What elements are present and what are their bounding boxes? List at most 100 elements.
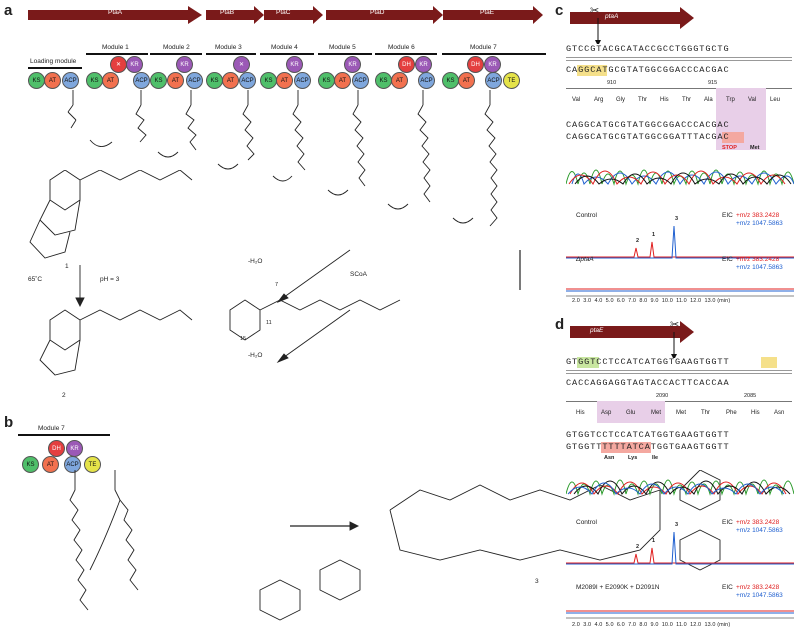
- domain-dh-inactive: ✕: [110, 56, 127, 73]
- peak-3-c: 3: [675, 216, 679, 222]
- domain-kr: KR: [415, 56, 432, 73]
- eic-trace-mutant-d: [566, 610, 794, 619]
- panel-label-d: d: [555, 316, 565, 333]
- scissors-icon: ✂: [590, 5, 600, 17]
- module-7-label: Module 7: [470, 44, 497, 51]
- domain-ks: KS: [22, 456, 39, 473]
- pos-c-910: 910: [607, 80, 617, 86]
- mut-aa-ile: Ile: [652, 455, 659, 461]
- x-axis-d: 2.0 3.0 4.0 5.0 6.0 7.0 8.0 9.0 10.0 11.…: [572, 622, 731, 628]
- mz-red-c: +m/z 383.2428: [736, 212, 780, 219]
- domain-kr: KR: [66, 440, 83, 457]
- mut-aa-lys: Lys: [628, 455, 638, 461]
- aa-c-5: Thr: [682, 97, 691, 103]
- stop-label: STOP: [722, 145, 737, 151]
- mz-blue-c: +m/z 1047.5863: [736, 220, 783, 227]
- domain-at: AT: [42, 456, 59, 473]
- condition-ph: pH = 3: [100, 276, 120, 283]
- peak-1-d: 1: [652, 538, 656, 544]
- module-7-label-b: Module 7: [38, 425, 65, 432]
- domain-ks: KS: [442, 72, 459, 89]
- control-label-c: Control: [576, 212, 597, 219]
- control-label-d: Control: [576, 519, 597, 526]
- eic-trace-mutant-c: [566, 288, 794, 297]
- domain-acp: ACP: [186, 72, 203, 89]
- domain-at: AT: [102, 72, 119, 89]
- pos-d-2090: 2090: [656, 393, 669, 399]
- domain-acp: ACP: [352, 72, 369, 89]
- domain-at: AT: [391, 72, 408, 89]
- eic-label-d2: EIC: [722, 584, 733, 591]
- domain-at: AT: [44, 72, 61, 89]
- chromatogram-d: [566, 479, 794, 496]
- aa-c-8: Val: [748, 97, 757, 103]
- atom-15: 15: [240, 336, 247, 342]
- domain-ks: KS: [260, 72, 277, 89]
- seq-c-3: CAGGCATGCGTATGGCGGACCCACGAC: [566, 120, 730, 130]
- mz-red-c2: +m/z 383.2428: [736, 256, 780, 263]
- aa-d-2: Glu: [626, 410, 636, 416]
- mz-red-d: +m/z 383.2428: [736, 519, 780, 526]
- aa-d-6: Phe: [726, 410, 737, 416]
- mz-blue-c2: +m/z 1047.5863: [736, 264, 783, 271]
- aa-d-4: Met: [676, 410, 687, 416]
- domain-at: AT: [334, 72, 351, 89]
- mutant-label-d: M2089I + E2090K + D2091N: [576, 584, 660, 591]
- eic-trace-control-c: [566, 225, 794, 259]
- module-2-label: Module 2: [163, 44, 190, 51]
- domain-ks: KS: [318, 72, 335, 89]
- eic-label-c2: EIC: [722, 256, 733, 263]
- domain-acp: ACP: [294, 72, 311, 89]
- domain-acp: ACP: [64, 456, 81, 473]
- pos-d-2085: 2085: [744, 393, 757, 399]
- domain-ks: KS: [150, 72, 167, 89]
- module-5-label: Module 5: [329, 44, 356, 51]
- peak-3-d: 3: [675, 522, 679, 528]
- eic-label-d: EIC: [722, 519, 733, 526]
- aa-d-8: Asn: [774, 410, 785, 416]
- aa-d-5: Thr: [701, 410, 710, 416]
- chromatogram-c: [566, 169, 794, 186]
- seq-c-4: CAGGCATGCGTATGGCGGATTTACGAC: [566, 132, 730, 142]
- eic-trace-control-d: [566, 531, 794, 565]
- mz-blue-d: +m/z 1047.5863: [736, 527, 783, 534]
- panel-label-a: a: [4, 2, 13, 19]
- aa-c-9: Leu: [770, 97, 781, 103]
- domain-acp: ACP: [62, 72, 79, 89]
- aa-c-4: His: [660, 97, 669, 103]
- domain-at: AT: [276, 72, 293, 89]
- scissors-icon: ✂: [670, 319, 680, 331]
- module-1-label: Module 1: [102, 44, 129, 51]
- aa-d-0: His: [576, 410, 585, 416]
- domain-acp: ACP: [418, 72, 435, 89]
- domain-kr: KR: [176, 56, 193, 73]
- compound-2-label: 2: [62, 392, 66, 399]
- ptaE-gene-label: ptaE: [590, 327, 604, 334]
- domain-kr: KR: [344, 56, 361, 73]
- central-intermediate: [229, 249, 401, 364]
- atom-7: 7: [275, 282, 279, 288]
- water-loss-1: -H₂O: [248, 258, 263, 265]
- water-loss-2: -H₂O: [248, 352, 263, 359]
- domain-dh: DH: [48, 440, 65, 457]
- ptaE-gene-arrow: [570, 321, 694, 358]
- ptaA-gene-arrow: [570, 7, 694, 44]
- seq-c-2: CAGGCATGCGTATGGCGGACCCACGAC: [566, 65, 730, 75]
- compounds-1-2: [29, 170, 193, 376]
- mutant-label-c: ΔptaA: [576, 256, 594, 263]
- domain-te: TE: [503, 72, 520, 89]
- aa-d-7: His: [751, 410, 760, 416]
- peak-2-c: 2: [636, 238, 640, 244]
- domain-kr: KR: [484, 56, 501, 73]
- compound-1-label: 1: [65, 263, 69, 270]
- module-6-label: Module 6: [388, 44, 415, 51]
- domain-dh: DH: [467, 56, 484, 73]
- domain-at: AT: [167, 72, 184, 89]
- eic-label-c: EIC: [722, 212, 733, 219]
- aa-c-0: Val: [572, 97, 581, 103]
- panel-label-c: c: [555, 2, 564, 19]
- compound-3-label: 3: [535, 578, 539, 585]
- domain-acp: ACP: [485, 72, 502, 89]
- mz-blue-d2: +m/z 1047.5863: [736, 592, 783, 599]
- aa-c-3: Thr: [638, 97, 647, 103]
